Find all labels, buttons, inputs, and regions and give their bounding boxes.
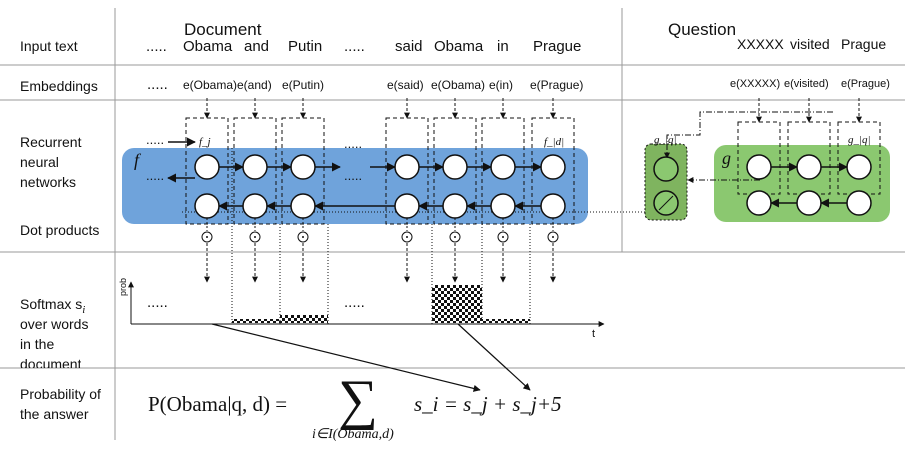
question-forward-cell [746,154,772,180]
doc-word-4: said [395,38,423,55]
formula-sum-subscript: i∈I(Obama,d) [312,427,394,442]
dot-product-dot [406,236,408,238]
dot-product-dot [302,236,304,238]
doc-embedding-2: e(and) [237,78,272,92]
doc-embedding-5: e(Obama) [431,78,486,92]
formula-rhs: s_i = s_j + s_j+5 [414,392,562,416]
dot-product-dot [502,236,504,238]
rnn-backward-cell [442,193,468,219]
question-connector [664,111,833,183]
ellipsis-rnn-top: ..... [146,132,165,147]
doc-embedding-1: e(Obama) [183,78,238,92]
g-q-box-label: g_|q| [654,134,677,146]
ellipsis-embeddings: ..... [147,76,168,93]
question-embedding-1: e(XXXXX) [730,78,781,90]
question-encoding-slash [658,195,674,211]
doc-embedding-6: e(in) [489,78,514,92]
rnn-backward-cell [242,193,268,219]
row-label-softmax-2: over words [20,316,89,332]
f-label: f [134,150,140,170]
softmax-axes [128,281,605,327]
rnn-forward-cell [540,154,566,180]
doc-word-1: Obama [183,38,233,55]
question-word-2: visited [790,36,830,52]
row-label-softmax-3: in the [20,336,55,352]
rnn-forward-cell [490,154,516,180]
rnn-cells [167,137,872,231]
g-q-forward-label: g_|q| [848,134,871,146]
rnn-backward-cell [194,193,220,219]
f-j-forward-label: f_j [199,136,211,148]
document-section-title: Document [184,20,262,39]
ellipsis-softmax-mid: ..... [344,294,365,311]
question-backward-cell [746,190,772,216]
question-backward-cell [846,190,872,216]
softmax-ylabel: prob [118,277,128,296]
f-d-forward-label: f_|d| [544,136,565,148]
question-backward-cell [796,190,822,216]
doc-word-5: Obama [434,38,484,55]
rnn-forward-cell [442,154,468,180]
rnn-backward-cell [540,193,566,219]
question-forward-cell [796,154,822,180]
row-label-softmax-1: Softmax si [20,296,86,316]
dot-product-dot [206,236,208,238]
doc-embedding-3: e(Putin) [282,78,325,92]
ellipsis-input-left: ..... [146,38,167,55]
row-label-rnn-1: Recurrent [20,134,82,150]
rnn-forward-cell [194,154,220,180]
row-label-dot-products: Dot products [20,222,100,238]
softmax-xlabel: t [592,328,596,340]
ellipsis-input-mid: ..... [344,38,365,55]
doc-word-2: and [244,38,270,55]
doc-word-3: Putin [288,38,323,55]
rnn-forward-cell [242,154,268,180]
dot-product-dot [254,236,256,238]
row-label-rnn-2: neural [20,154,59,170]
question-forward-cell [846,154,872,180]
table-grid [0,8,905,440]
ellipsis-rnn-mid-bottom: ..... [344,168,363,183]
softmax-to-formula-arrows [211,323,531,392]
softmax-guides [231,148,531,324]
question-word-1: XXXXX [737,36,784,52]
document-rnn-box [122,148,588,224]
formula-lhs: P(Obama|q, d) = [148,392,288,416]
question-encoding-cell [653,156,679,182]
dot-product-dot [454,236,456,238]
softmax-distribution [232,285,530,323]
question-word-3: Prague [841,36,887,52]
ellipsis-softmax-left: ..... [147,294,168,311]
ellipsis-rnn-mid-top: ..... [344,136,363,151]
g-label: g [722,148,731,168]
doc-word-6: in [497,38,509,55]
rnn-backward-cell [394,193,420,219]
row-label-probability-2: the answer [20,406,89,422]
rnn-backward-cell [490,193,516,219]
rnn-forward-cell [290,154,316,180]
ellipsis-rnn-bottom: ..... [146,168,165,183]
summation-sign: ∑ [338,369,378,431]
dot-product-dot [552,236,554,238]
row-label-input-text: Input text [20,38,78,54]
rnn-forward-cell [394,154,420,180]
row-label-embeddings: Embeddings [20,78,98,94]
doc-word-7: Prague [533,38,582,55]
rnn-backward-cell [290,193,316,219]
row-label-softmax-4: document [20,356,82,368]
row-label-probability-1: Probability of [20,386,101,402]
dot-product-nodes [201,231,559,283]
question-embedding-3: e(Prague) [841,78,890,90]
question-embedding-2: e(visited) [784,78,829,90]
doc-embedding-4: e(said) [387,78,424,92]
doc-embedding-7: e(Prague) [530,78,584,92]
row-label-rnn-3: networks [20,174,77,190]
question-section-title: Question [668,20,737,39]
embedding-arrows [204,98,862,123]
